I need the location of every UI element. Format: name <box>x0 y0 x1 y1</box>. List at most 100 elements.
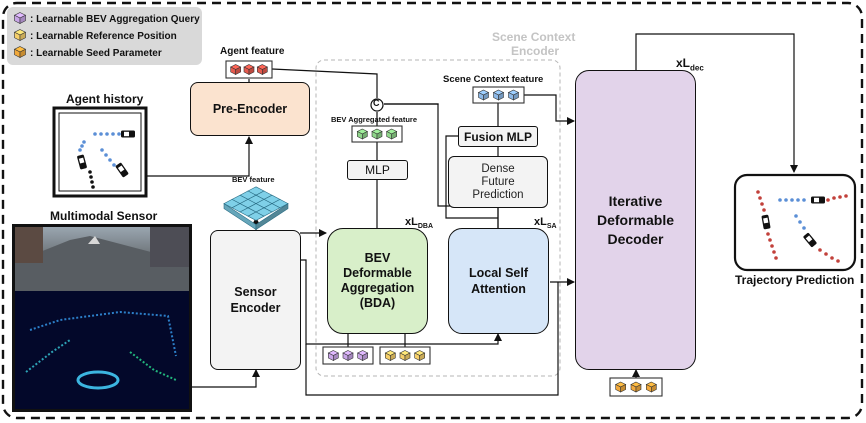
agent-feature-cubes-cube <box>229 64 242 75</box>
bda-line-3: Aggregation <box>340 281 415 295</box>
scene-context-feature-cubes-cube <box>507 89 520 101</box>
legend-box <box>7 7 202 65</box>
sensor-encoder-line-2: Encoder <box>230 301 281 315</box>
sensor-encoder-block: Sensor Encoder <box>210 230 301 370</box>
concat-symbol: C <box>373 98 380 108</box>
xl-dec-main: xL <box>676 56 691 70</box>
decoder-line-3: Decoder <box>607 230 664 247</box>
decoder-line-1: Iterative <box>608 192 663 209</box>
fusion-mlp-block: Fusion MLP <box>458 126 538 147</box>
seed-parameter-cubes-cube <box>645 381 658 393</box>
agent-feature-cubes-cube <box>243 64 255 75</box>
lsa-line-1: Local Self <box>468 266 529 280</box>
legend-item-label: : Learnable Reference Position <box>30 31 177 42</box>
bev-tile <box>247 211 265 221</box>
bda-line-1: BEV <box>364 251 391 265</box>
bev-aggregation-query-cubes-cube <box>342 350 354 361</box>
multimodal-sensor-image <box>12 224 192 412</box>
bev-aggregated-feature-cubes-cube <box>385 128 398 140</box>
sensor-encoder-line-1: Sensor <box>234 285 277 299</box>
dense-line-1: Dense <box>481 162 515 175</box>
scene-context-feature-cubes-cube <box>492 89 505 101</box>
bev-feature-grid <box>223 186 289 231</box>
bev-feature-label: BEV feature <box>232 175 275 184</box>
scene-context-feature-cubes-cube <box>477 89 490 101</box>
trajectory-dots <box>778 198 806 202</box>
reference-position-cubes-cube <box>399 350 411 361</box>
multimodal-sensor-label: Multimodal Sensor <box>50 209 158 223</box>
trajectory-dots <box>826 194 848 202</box>
agent-history-car <box>121 130 135 138</box>
legend-item-label: : Learnable BEV Aggregation Query <box>30 14 200 25</box>
dense-line-3: Prediction <box>472 188 524 201</box>
legend-item-label: : Learnable Seed Parameter <box>30 48 162 59</box>
scene-context-encoder-label-2: Encoder <box>511 44 560 58</box>
agent-history-glyph <box>77 130 135 189</box>
bev-aggregation-query-cubes <box>322 346 374 365</box>
xl-dba-label: xLDBA <box>405 216 433 230</box>
trajectory-dots <box>766 232 778 260</box>
agent-history-car <box>77 154 87 170</box>
agent-history-car <box>115 162 129 178</box>
decoder-line-2: Deformable <box>596 211 675 228</box>
local-self-attention-block: Local Self Attention <box>448 228 549 334</box>
trajectory-prediction-panel <box>733 173 857 272</box>
agent-history-dots <box>93 132 121 136</box>
agent-history-dots <box>100 148 116 167</box>
xl-dec-label: xLdec <box>676 56 704 72</box>
seed-parameter-cubes <box>609 377 663 397</box>
agent-feature-label: Agent feature <box>220 46 285 57</box>
xl-sa-main: xL <box>534 216 547 228</box>
mlp-block: MLP <box>347 160 408 180</box>
trajectory-prediction-label: Trajectory Prediction <box>735 273 855 287</box>
dense-future-prediction-block: Dense Future Prediction <box>448 156 548 208</box>
legend-cube-icon <box>13 12 27 24</box>
reference-position-cubes-cube <box>413 350 426 361</box>
xl-sa-sub: SA <box>546 223 557 231</box>
trajectory-car <box>811 196 825 204</box>
xl-dec-sub: dec <box>690 63 704 73</box>
xl-dba-sub: DBA <box>417 223 434 231</box>
scene-context-feature-label: Scene Context feature <box>443 74 544 85</box>
pre-encoder-label: Pre-Encoder <box>212 102 288 116</box>
trajectory-car <box>761 214 771 230</box>
bev-tile-side <box>255 203 289 231</box>
iterative-deformable-decoder-block: Iterative Deformable Decoder <box>575 70 696 370</box>
xl-dba-main: xL <box>405 216 418 228</box>
trajectory-dots <box>756 190 766 212</box>
reference-position-cubes <box>379 346 431 365</box>
bda-line-2: Deformable <box>343 266 412 280</box>
agent-history-dots <box>78 140 86 152</box>
legend-cube-icon <box>13 46 27 58</box>
xl-sa-label: xLSA <box>534 216 557 230</box>
bev-aggregated-feature-cubes <box>351 125 403 143</box>
trajectory-dots <box>794 214 806 230</box>
seed-parameter-cubes-cube <box>614 381 627 393</box>
agent-history-label: Agent history <box>66 92 144 106</box>
agent-history-dots <box>88 170 95 189</box>
bev-aggregated-feature-label: BEV Aggregated feature <box>331 115 417 124</box>
trajectory-dots <box>818 248 840 263</box>
scene-context-encoder-region <box>315 59 561 377</box>
bev-aggregation-query-cubes-cube <box>356 350 369 361</box>
reference-position-cubes-cube <box>384 350 397 361</box>
agent-feature-cubes <box>225 60 273 79</box>
legend: : Learnable BEV Aggregation Query : Learn… <box>7 7 202 65</box>
connections <box>146 33 798 396</box>
legend-cube-icon <box>13 29 27 41</box>
seed-parameter-cubes-cube <box>630 381 642 393</box>
dense-line-2: Future <box>481 175 515 188</box>
trajectory-car <box>803 233 817 247</box>
scene-context-encoder-label-1: Scene Context <box>492 30 576 44</box>
concat-circle <box>370 98 384 112</box>
bev-aggregation-query-cubes-cube <box>327 350 340 361</box>
bev-aggregated-feature-cubes-cube <box>356 128 369 140</box>
lsa-line-2: Attention <box>471 282 526 296</box>
bda-block: BEV Deformable Aggregation (BDA) <box>327 228 428 334</box>
mlp-label: MLP <box>365 163 390 177</box>
agent-feature-cubes-cube <box>256 64 269 75</box>
fusion-mlp-label: Fusion MLP <box>464 129 532 144</box>
agent-history-panel <box>52 106 148 198</box>
bda-line-4: (BDA) <box>359 296 396 310</box>
